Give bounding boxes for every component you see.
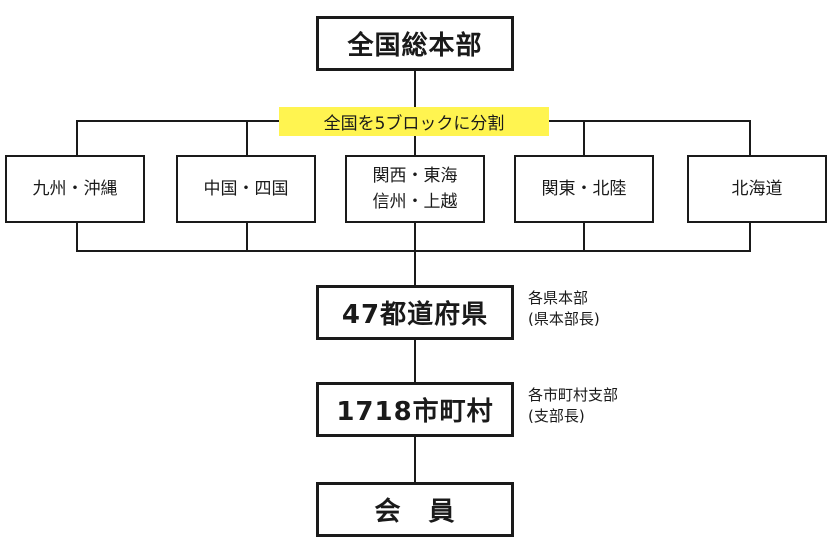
municipalities-note-line2: (支部長)	[528, 407, 585, 425]
region-box-hokkaido: 北海道	[687, 155, 827, 223]
prefectures-note: 各県本部 (県本部長)	[528, 288, 600, 330]
prefectures-note-line2: (県本部長)	[528, 310, 600, 328]
region-label: 北海道	[731, 179, 783, 199]
region-box-kanto-hokuriku: 関東・北陸	[514, 155, 654, 223]
members-label: 会 員	[374, 497, 456, 527]
five-block-banner-label: 全国を5ブロックに分割	[323, 114, 505, 134]
region-label-line2: 信州・上越	[372, 192, 458, 212]
national-headquarters-label: 全国総本部	[347, 31, 483, 61]
five-block-banner: 全国を5ブロックに分割	[279, 107, 549, 136]
region-label: 九州・沖縄	[32, 179, 118, 199]
region-box-kansai-tokai: 関西・東海 信州・上越	[345, 155, 485, 223]
municipalities-label: 1718市町村	[336, 397, 494, 427]
connector-lower-horizontal	[76, 250, 751, 252]
region-label: 中国・四国	[203, 179, 289, 199]
region-box-kyushu-okinawa: 九州・沖縄	[5, 155, 145, 223]
national-headquarters-box: 全国総本部	[316, 16, 514, 71]
municipalities-note-line1: 各市町村支部	[528, 386, 619, 404]
municipalities-box: 1718市町村	[316, 382, 514, 437]
region-label: 関東・北陸	[541, 179, 627, 199]
prefectures-label: 47都道府県	[341, 300, 489, 330]
connector-center-lower	[414, 223, 416, 516]
members-box: 会 員	[316, 482, 514, 537]
prefectures-box: 47都道府県	[316, 285, 514, 340]
municipalities-note: 各市町村支部 (支部長)	[528, 385, 618, 427]
region-box-chugoku-shikoku: 中国・四国	[176, 155, 316, 223]
region-label-line1: 関西・東海	[372, 166, 458, 186]
prefectures-note-line1: 各県本部	[528, 289, 589, 307]
